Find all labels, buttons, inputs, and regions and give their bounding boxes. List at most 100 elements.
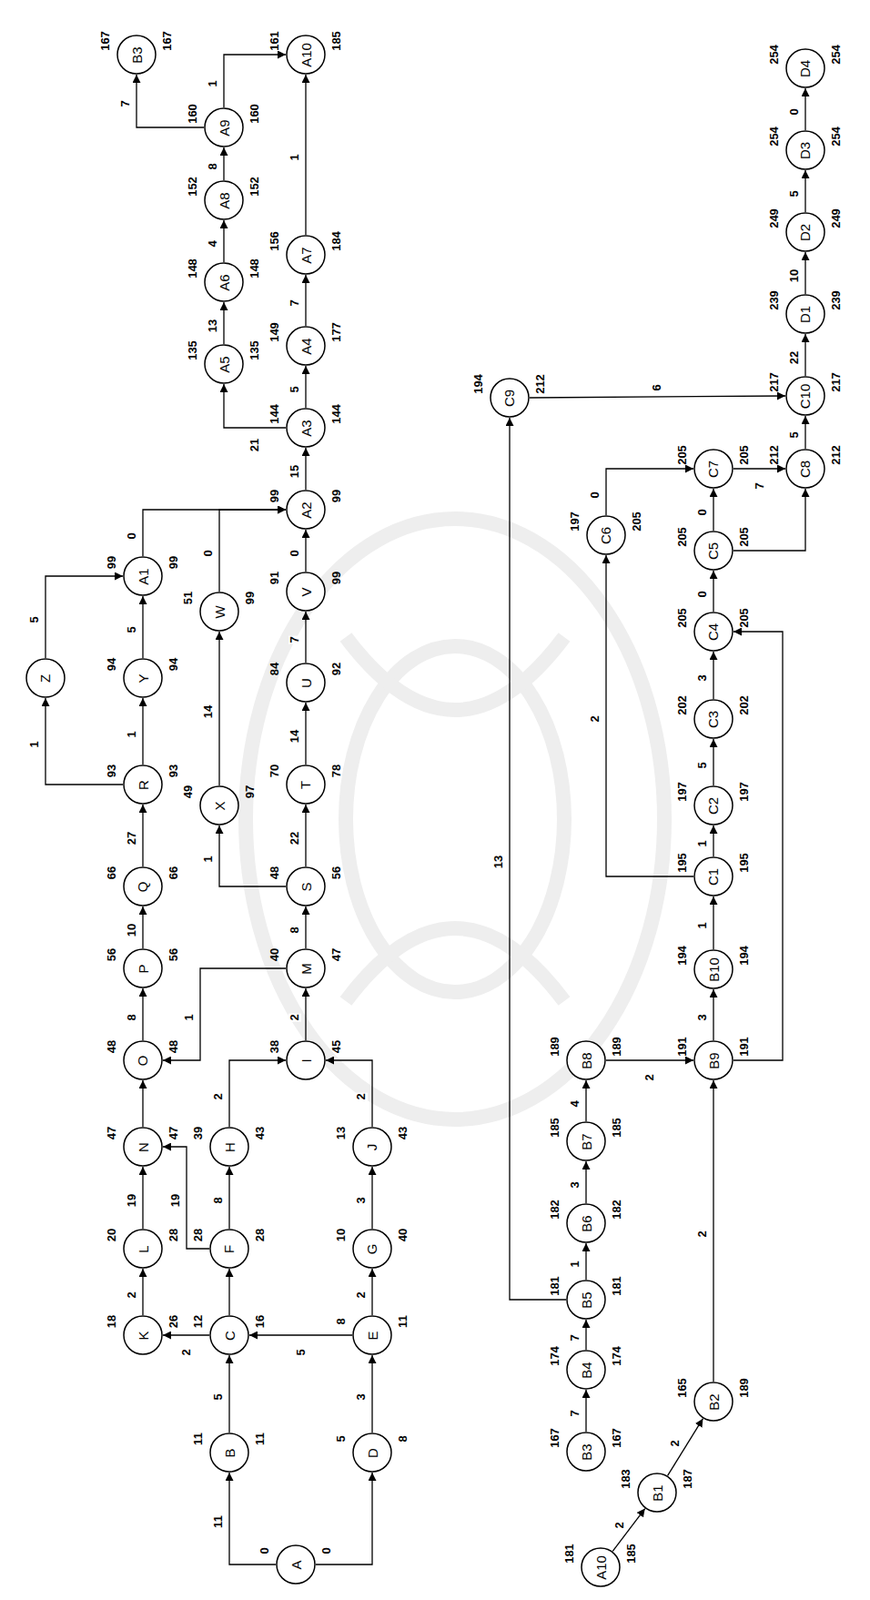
precedence-arrow	[228, 1166, 230, 1229]
time-value: 254	[768, 44, 781, 65]
event-name: L	[135, 1244, 152, 1253]
time-value: 185	[610, 1117, 624, 1138]
precedence-arrow	[218, 631, 220, 786]
event-circle: D2	[785, 212, 826, 253]
duration-value: 2	[354, 1290, 368, 1299]
event-name: B4	[577, 1361, 594, 1378]
event-name: A2	[297, 501, 314, 518]
event-name: A1	[134, 567, 151, 585]
event-name: S	[297, 881, 314, 891]
duration-value: 5	[294, 1347, 308, 1356]
precedence-arrow	[712, 738, 714, 786]
time-value: 191	[676, 1036, 689, 1057]
circle-outline	[210, 1229, 249, 1268]
duration-value: 15	[288, 464, 302, 479]
circle-outline	[786, 131, 825, 170]
time-value: 205	[738, 526, 751, 547]
circle-outline	[286, 326, 325, 365]
time-value: 160	[186, 103, 200, 124]
time-value: 84	[268, 662, 282, 676]
event-name: A9	[215, 119, 232, 136]
precedence-arrow	[162, 1334, 210, 1336]
event-circle: C3	[693, 698, 734, 739]
circle-outline	[353, 1127, 392, 1166]
event-name: C	[222, 1330, 238, 1341]
precedence-arrow	[141, 988, 143, 1041]
duration-value: 11	[212, 1514, 225, 1529]
time-value: 45	[330, 1040, 344, 1053]
precedence-arrow	[162, 1146, 210, 1249]
time-value: 184	[330, 231, 344, 252]
time-value: 167	[99, 30, 112, 51]
time-value: 194	[676, 945, 689, 966]
event-circle: C	[209, 1315, 250, 1356]
event-name: B2	[705, 1393, 721, 1410]
precedence-arrow	[223, 54, 286, 108]
event-name: V	[297, 586, 314, 597]
time-value: 40	[396, 1228, 410, 1242]
circle-outline	[566, 1122, 606, 1161]
time-value: 99	[268, 489, 282, 503]
precedence-arrow	[304, 702, 306, 765]
precedence-arrow	[804, 170, 806, 213]
precedence-arrow	[712, 570, 714, 612]
time-value: 212	[829, 445, 843, 466]
time-value: 205	[630, 511, 644, 532]
time-value: 26	[167, 1315, 181, 1328]
circle-outline	[566, 1041, 606, 1080]
precedence-arrow	[219, 825, 286, 887]
event-circle: B5	[566, 1279, 607, 1320]
precedence-arrow	[371, 1355, 373, 1433]
time-value: 254	[829, 44, 843, 65]
duration-value: 2	[212, 1092, 225, 1101]
event-circle: B3	[566, 1431, 607, 1472]
event-circle: B7	[566, 1121, 607, 1162]
time-value: 195	[676, 852, 689, 873]
time-value: 11	[253, 1432, 267, 1446]
event-name: Y	[134, 673, 151, 683]
event-circle: U	[285, 662, 326, 703]
time-value: 47	[330, 948, 344, 962]
duration-value: 0	[696, 589, 709, 598]
time-value: 165	[676, 1377, 689, 1398]
event-name: A	[287, 1559, 304, 1569]
event-circle: H	[209, 1126, 250, 1167]
event-name: E	[364, 1330, 380, 1340]
event-name: C1	[706, 867, 722, 885]
time-value: 197	[568, 511, 582, 532]
circle-outline	[123, 556, 162, 596]
time-value: 185	[625, 1543, 638, 1564]
event-circle: Q	[122, 866, 163, 907]
connector-group	[45, 54, 806, 1565]
precedence-arrow	[712, 825, 714, 857]
event-circle: A3	[285, 407, 326, 448]
event-circle: L	[122, 1228, 163, 1269]
precedence-arrow	[804, 333, 806, 376]
event-circle: A1	[122, 556, 163, 597]
circle-outline	[694, 1041, 733, 1080]
duration-value: 0	[202, 548, 215, 557]
event-circle: C8	[785, 448, 826, 489]
circle-outline	[123, 1229, 162, 1268]
event-name: B3	[577, 1443, 594, 1460]
event-circle: C10	[785, 375, 826, 416]
time-value: 249	[829, 208, 843, 229]
circle-outline	[123, 949, 162, 988]
time-value: 28	[167, 1228, 181, 1242]
time-value: 99	[167, 556, 181, 569]
time-value: 43	[396, 1126, 410, 1140]
duration-value: 7	[119, 99, 132, 108]
event-circle: X	[199, 785, 240, 826]
time-value: 0	[320, 1547, 334, 1554]
event-circle: A	[275, 1544, 316, 1585]
duration-value: 0	[788, 107, 801, 116]
time-value: 99	[330, 489, 344, 503]
duration-value: 3	[568, 1180, 582, 1189]
event-circle: C5	[693, 530, 734, 571]
duration-value: 7	[568, 1408, 582, 1417]
duration-value: 7	[568, 1333, 582, 1342]
event-name: U	[298, 677, 314, 688]
event-circle: B10	[693, 949, 734, 990]
duration-value: 3	[696, 673, 709, 682]
event-circle: B4	[566, 1349, 607, 1390]
